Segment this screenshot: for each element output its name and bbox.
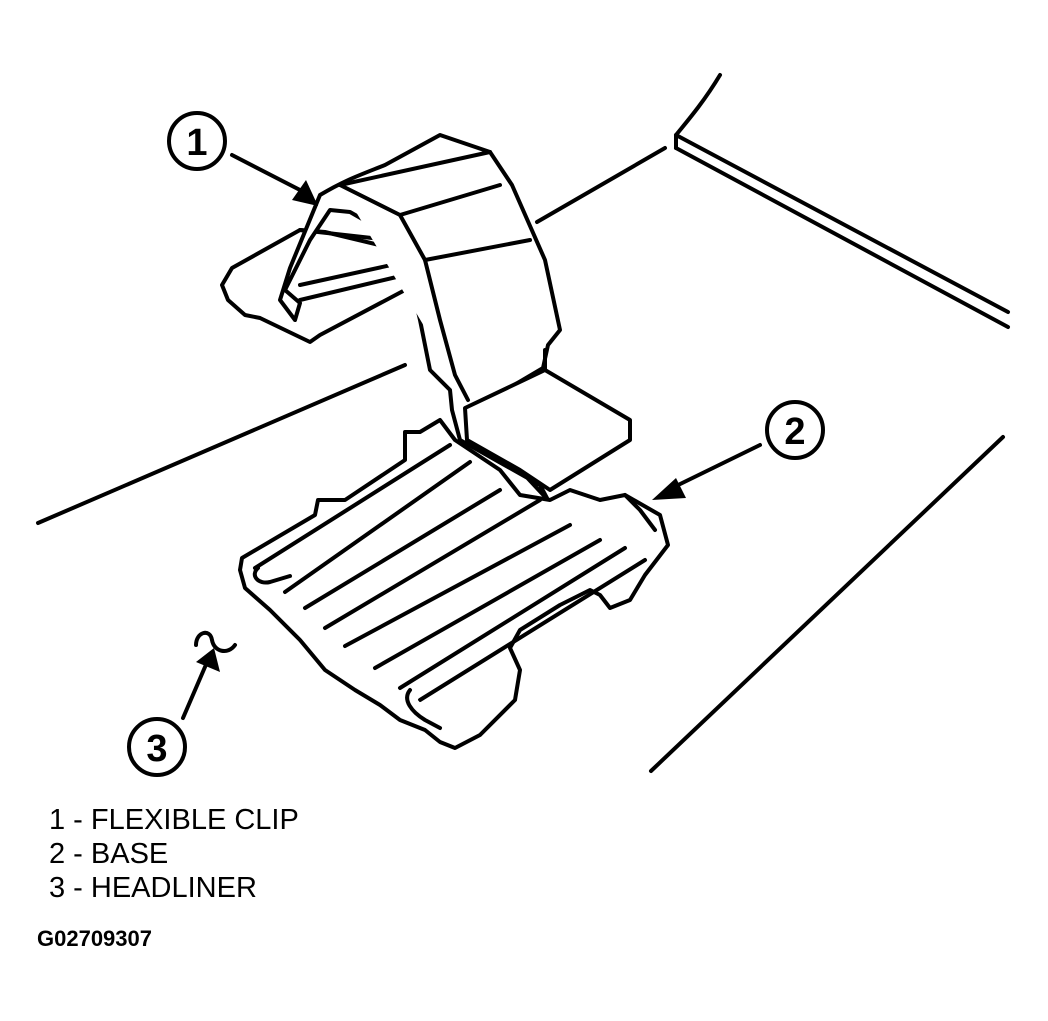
arrow-headliner [181,658,210,720]
figure-code: G02709307 [37,926,152,951]
callout-2-number: 2 [784,411,805,453]
callout-3: 3 [127,717,187,777]
legend-item-base: 2 - BASE [49,838,169,870]
base [238,418,670,750]
arrow-base [670,443,762,490]
legend: 1 - FLEXIBLE CLIP 2 - BASE 3 - HEADLINER [49,803,299,905]
callout-2: 2 [765,400,825,460]
arrow-clip [230,153,302,192]
callout-3-number: 3 [146,728,167,770]
flexible-clip [220,133,632,502]
callout-1-number: 1 [186,122,207,164]
headliner-lines [36,73,1010,773]
callout-1: 1 [167,111,227,171]
headliner-mark [194,630,237,653]
arrow-clip-head [292,180,318,206]
leader-arrows [181,153,762,720]
arrow-base-head [652,478,686,500]
legend-item-flexible-clip: 1 - FLEXIBLE CLIP [49,804,299,836]
arrow-headliner-head [196,648,220,672]
legend-item-headliner: 3 - HEADLINER [49,872,257,904]
